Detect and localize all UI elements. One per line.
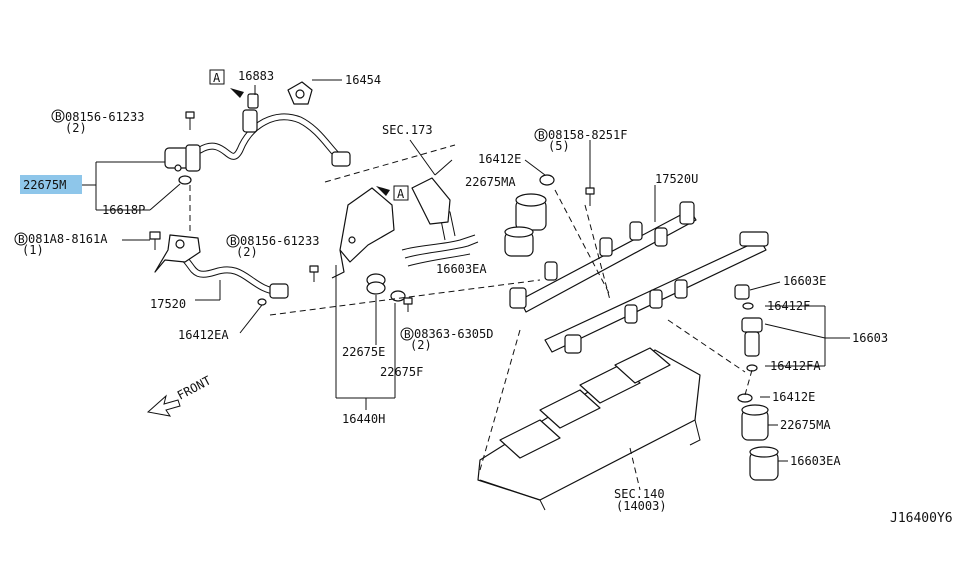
qty-08156-61233-b: (2)	[236, 245, 258, 259]
label-16412F[interactable]: 16412F	[767, 299, 810, 313]
fuel-rail-lower	[544, 231, 769, 354]
bolt-08158-8251F	[585, 187, 595, 206]
bolt-08363-6305D	[403, 297, 413, 312]
label-17520[interactable]: 17520	[150, 297, 186, 311]
label-16603EA-b[interactable]: 16603EA	[790, 454, 841, 468]
label-08363-6305D[interactable]: 08363-6305D	[414, 327, 493, 341]
highlight-22675M	[20, 175, 82, 194]
qty-08158-8251F: (5)	[548, 139, 570, 153]
label-22675E[interactable]: 22675E	[342, 345, 385, 359]
bolt-marker-b	[14, 109, 548, 341]
bolt-b-5: B	[404, 328, 411, 341]
bolt-b-3: B	[230, 235, 237, 248]
label-08158-8251F[interactable]: 08158-8251F	[548, 128, 627, 142]
injector-group-upper	[504, 174, 555, 257]
intake-manifold-sec140	[477, 347, 701, 511]
fuel-hose-upper	[196, 113, 346, 164]
bolt-b-4: B	[538, 129, 545, 142]
label-sec140-sub: (14003)	[616, 499, 667, 513]
view-arrow-a-upper	[209, 69, 244, 98]
label-sec140[interactable]: SEC.140	[614, 487, 665, 501]
qty-08363-6305D: (2)	[410, 338, 432, 352]
clip-16454	[287, 81, 313, 105]
fuel-rail-17520U	[509, 201, 697, 313]
front-arrow	[146, 394, 181, 417]
reference-lines	[189, 144, 753, 491]
hose-connector	[331, 151, 351, 167]
label-16603E[interactable]: 16603E	[783, 274, 826, 288]
label-22675MA-a[interactable]: 22675MA	[465, 175, 516, 189]
bracket-left	[154, 234, 201, 273]
bolt-081A8-8161A	[149, 231, 161, 250]
label-22675F[interactable]: 22675F	[380, 365, 423, 379]
label-sec173[interactable]: SEC.173	[382, 123, 433, 137]
qty-08156-61233-a: (2)	[65, 121, 87, 135]
leader-lines	[82, 79, 850, 462]
marker-a-upper-text: A	[213, 71, 221, 85]
label-16412FA[interactable]: 16412FA	[770, 359, 821, 373]
bolt-08156-61233-b	[309, 265, 319, 282]
label-17520U[interactable]: 17520U	[655, 172, 698, 186]
label-16618P[interactable]: 16618P	[102, 203, 145, 217]
bracket-sec173	[411, 177, 451, 225]
bolt-b-1: B	[55, 110, 62, 123]
bolt-b-2: B	[18, 233, 25, 246]
injector-group-lower	[737, 393, 779, 481]
label-08156-61233-a[interactable]: 08156-61233	[65, 110, 144, 124]
marker-a-lower-text: A	[397, 187, 405, 201]
label-16412E-b[interactable]: 16412E	[772, 390, 815, 404]
label-22675M[interactable]: 22675M	[23, 178, 66, 192]
grommet-22675E	[366, 273, 386, 295]
label-16454[interactable]: 16454	[345, 73, 381, 87]
label-08156-61233-b[interactable]: 08156-61233	[240, 234, 319, 248]
label-081A8-8161A[interactable]: 081A8-8161A	[28, 232, 108, 246]
label-16412E-a[interactable]: 16412E	[478, 152, 521, 166]
bracket-16440H	[331, 187, 395, 279]
label-16883[interactable]: 16883	[238, 69, 274, 83]
label-16603EA-a[interactable]: 16603EA	[436, 262, 487, 276]
view-arrow-a-lower	[376, 185, 409, 201]
fuel-tube-17520	[176, 251, 284, 296]
label-16603[interactable]: 16603	[852, 331, 888, 345]
diagram-code: J16400Y6	[890, 511, 953, 526]
label-16412EA[interactable]: 16412EA	[178, 328, 229, 342]
label-22675MA-b[interactable]: 22675MA	[780, 418, 831, 432]
fuel-pressure-sensor-22675M	[164, 144, 201, 185]
fuel-injector-16603	[734, 284, 763, 372]
label-16440H[interactable]: 16440H	[342, 412, 385, 426]
front-label: FRONT	[175, 373, 213, 402]
damper-16883	[242, 93, 259, 133]
bolt-08156-61233-a	[185, 111, 195, 130]
qty-081A8-8161A: (1)	[22, 243, 44, 257]
